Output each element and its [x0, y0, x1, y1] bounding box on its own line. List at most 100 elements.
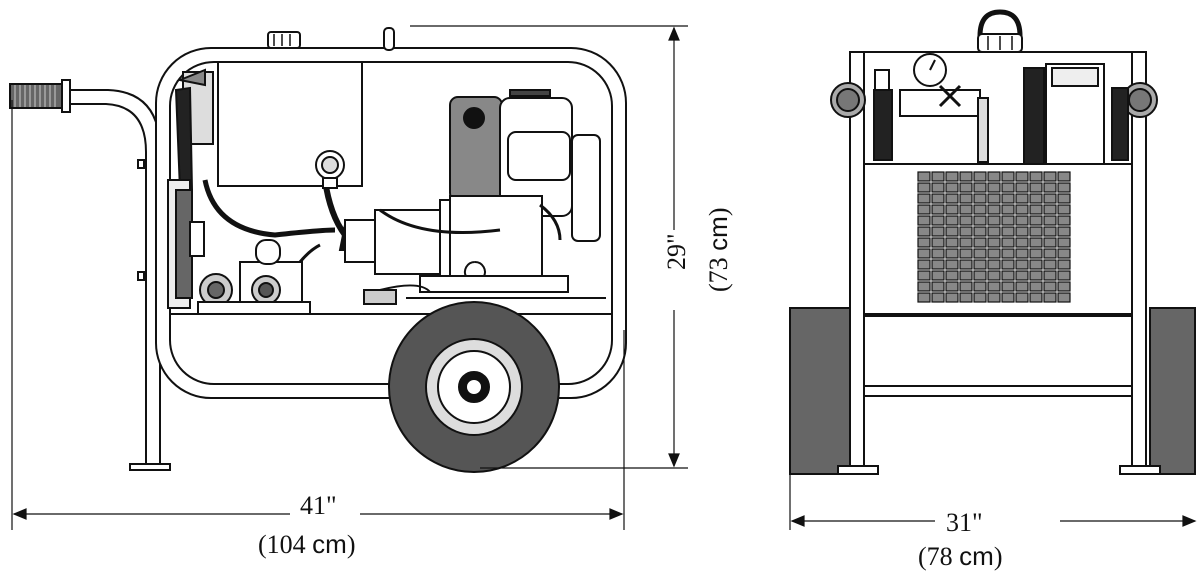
- grille-cell: [973, 237, 987, 248]
- grille-cell: [959, 182, 973, 193]
- grille-cell: [959, 171, 973, 182]
- grille-cell: [973, 281, 987, 292]
- grille-cell: [959, 259, 973, 270]
- grille-cell: [1015, 171, 1029, 182]
- side-height-metric: (73 cm): [703, 207, 733, 292]
- side-width-imperial: 41": [300, 493, 337, 519]
- grille-cell: [945, 215, 959, 226]
- grille-cell: [1057, 248, 1071, 259]
- grille-cell: [1001, 292, 1015, 303]
- grille-cell: [1015, 248, 1029, 259]
- grille-cell: [931, 182, 945, 193]
- grille-cell: [945, 171, 959, 182]
- side-height-imperial-value: 29": [662, 233, 691, 270]
- grille-cell: [959, 193, 973, 204]
- grille-cell: [1015, 215, 1029, 226]
- side-height-metric-unit: cm: [703, 216, 733, 251]
- grille-cell: [1057, 237, 1071, 248]
- grille-cell: [987, 292, 1001, 303]
- grille-cell: [917, 248, 931, 259]
- grille-cell: [1001, 182, 1015, 193]
- front-hose-left: [873, 89, 893, 161]
- grille-cell: [1015, 292, 1029, 303]
- grille-cell: [973, 259, 987, 270]
- grille-cell: [1015, 193, 1029, 204]
- grille-cell: [917, 204, 931, 215]
- grille-cell: [987, 237, 1001, 248]
- grille-cell: [959, 248, 973, 259]
- grille-cell: [987, 193, 1001, 204]
- side-width-dimension: [11, 100, 625, 530]
- grille-cell: [931, 281, 945, 292]
- grille-cell: [1029, 248, 1043, 259]
- grille-cell: [1001, 193, 1015, 204]
- front-width-metric-unit: cm: [959, 541, 994, 571]
- grille-cell: [987, 182, 1001, 193]
- grille-cell: [1057, 182, 1071, 193]
- grille-cell: [1001, 270, 1015, 281]
- grille-cell: [973, 193, 987, 204]
- grille-cell: [917, 259, 931, 270]
- grille-cell: [1029, 193, 1043, 204]
- grille-cell: [917, 193, 931, 204]
- grille-cell: [973, 270, 987, 281]
- grille-cell: [1001, 204, 1015, 215]
- side-width-metric-value: 104: [266, 530, 306, 559]
- grille-cell: [1001, 226, 1015, 237]
- grille-cell: [1057, 215, 1071, 226]
- grille-cell: [917, 270, 931, 281]
- side-width-imperial-value: 41": [300, 491, 337, 520]
- grille-cell: [1015, 237, 1029, 248]
- grille-cell: [945, 281, 959, 292]
- grille-cell: [1029, 259, 1043, 270]
- grille-cell: [1001, 171, 1015, 182]
- grille-cell: [917, 182, 931, 193]
- grille-cell: [973, 226, 987, 237]
- grille-cell: [1001, 237, 1015, 248]
- grille-cell: [973, 248, 987, 259]
- grille-cell: [959, 226, 973, 237]
- grille-cell: [1029, 226, 1043, 237]
- grille-cell: [987, 171, 1001, 182]
- grille-cell: [959, 237, 973, 248]
- grille-cell: [1043, 182, 1057, 193]
- hydraulic-hose-1: [202, 179, 336, 238]
- front-wheel-right: [1149, 307, 1196, 475]
- grille-cell: [945, 193, 959, 204]
- grille-cell: [987, 259, 1001, 270]
- grille-cell: [917, 226, 931, 237]
- grille-cell: [1057, 292, 1071, 303]
- grille-cell: [1057, 193, 1071, 204]
- grille-cell: [1015, 204, 1029, 215]
- grille-cell: [1043, 292, 1057, 303]
- grille-cell: [931, 270, 945, 281]
- side-width-metric-unit: cm: [312, 529, 347, 559]
- grille-cell: [987, 215, 1001, 226]
- grille-cell: [1043, 226, 1057, 237]
- grille-cell: [931, 237, 945, 248]
- grille-cell: [1043, 270, 1057, 281]
- grille-cell: [973, 182, 987, 193]
- handle-tube: [70, 89, 161, 466]
- grille-cell: [1015, 182, 1029, 193]
- grille-cell: [917, 281, 931, 292]
- grille-cell: [945, 248, 959, 259]
- grille-cell: [1015, 259, 1029, 270]
- handle-grip: [9, 83, 63, 109]
- grille-cell: [1029, 292, 1043, 303]
- side-wheel: [388, 301, 560, 473]
- grille-cell: [1029, 270, 1043, 281]
- grille-cell: [931, 215, 945, 226]
- front-width-dimension: [789, 474, 1197, 530]
- grille-cell: [987, 248, 1001, 259]
- grille-cell: [1001, 281, 1015, 292]
- front-width-metric-value: 78: [926, 542, 953, 571]
- grille-cell: [987, 281, 1001, 292]
- grille-cell: [1015, 270, 1029, 281]
- grille-cell: [945, 259, 959, 270]
- grille-cell: [917, 171, 931, 182]
- grille-cell: [987, 270, 1001, 281]
- grille-cell: [1043, 237, 1057, 248]
- grille-cell: [959, 204, 973, 215]
